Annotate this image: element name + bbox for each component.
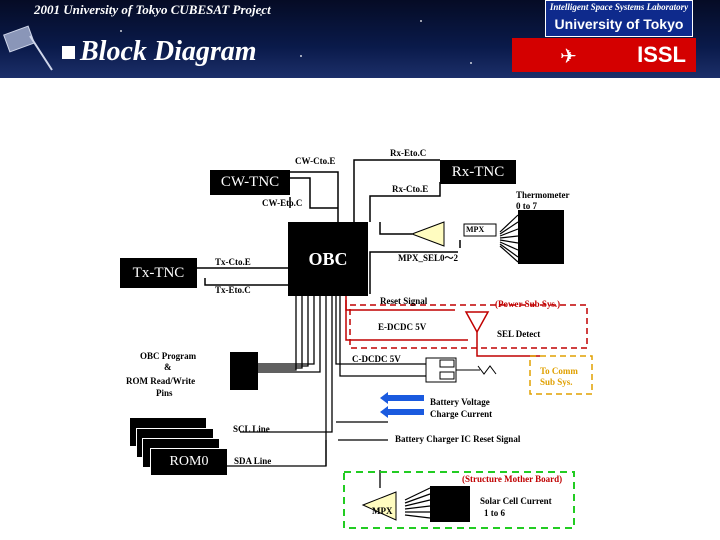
structure-box xyxy=(343,471,575,529)
header-banner: 2001 University of Tokyo CUBESAT Project… xyxy=(0,0,720,78)
rx-etoc-label: Rx-Eto.C xyxy=(390,148,427,158)
obc-program-label-1: OBC Program xyxy=(140,351,197,361)
tx-tnc-box: Tx-TNC xyxy=(120,258,197,288)
battery-voltage-label: Battery Voltage xyxy=(430,397,490,407)
mpx-top-label: MPX xyxy=(466,225,485,234)
thermometer-lines xyxy=(499,214,519,263)
cw-ctoe-label: CW-Cto.E xyxy=(295,156,336,166)
solar-lines xyxy=(404,487,431,519)
star xyxy=(300,55,302,57)
thermometer-array xyxy=(518,210,564,264)
lab-logo: Intelligent Space Systems Laboratory Uni… xyxy=(545,0,693,37)
charger-reset-label: Battery Charger IC Reset Signal xyxy=(395,434,521,444)
comm-subsys-box xyxy=(529,355,593,395)
edcdc-label: E-DCDC 5V xyxy=(378,322,427,332)
sda-line-label: SDA Line xyxy=(234,456,272,466)
mpx-sel-label: MPX_SEL0～2 xyxy=(398,253,459,263)
power-subsys-label: (Power Sub Sys.) xyxy=(495,299,561,309)
solar-label-2: 1 to 6 xyxy=(484,508,505,518)
charge-current-arrow xyxy=(380,406,424,418)
star xyxy=(260,14,262,16)
structure-label: (Structure Mother Board) xyxy=(462,474,563,484)
star xyxy=(470,62,472,64)
thermometer-label: Thermometer xyxy=(516,190,570,200)
rx-tnc-box: Rx-TNC xyxy=(440,160,516,184)
project-title: 2001 University of Tokyo CUBESAT Project xyxy=(34,2,271,17)
obc-program-label-2: & xyxy=(164,362,172,372)
obc-program-pins xyxy=(230,352,258,390)
satellite-icon xyxy=(3,25,53,71)
rx-ctoe-label: Rx-Cto.E xyxy=(392,184,429,194)
title-bullet xyxy=(62,46,75,59)
cw-etoc-label: CW-Eto.C xyxy=(262,198,303,208)
scl-line-label: SCL Line xyxy=(233,424,270,434)
to-comm-label-2: Sub Sys. xyxy=(540,377,573,387)
page-title: Block Diagram xyxy=(80,36,257,67)
obc-program-label-3: ROM Read/Write xyxy=(126,376,196,386)
thermometer-range-label: 0 to 7 xyxy=(516,201,537,211)
satellite-logo-icon: ✈ xyxy=(560,44,577,68)
cw-tnc-box: CW-TNC xyxy=(210,170,290,195)
university-name: University of Tokyo xyxy=(554,16,684,32)
lab-name: Intelligent Space Systems Laboratory xyxy=(549,2,689,12)
star xyxy=(120,30,122,32)
cdcdc-label: C-DCDC 5V xyxy=(352,354,401,364)
star xyxy=(420,20,422,22)
rom-box: ROM0 xyxy=(150,448,227,475)
reset-signal-label: Reset Signal xyxy=(380,296,428,306)
to-comm-label-1: To Comm xyxy=(540,366,578,376)
sel-detect-label: SEL Detect xyxy=(497,329,541,339)
mpx-bottom-label: MPX xyxy=(372,506,393,516)
obc-program-label-4: Pins xyxy=(156,388,173,398)
tx-ctoe-label: Tx-Cto.E xyxy=(215,257,251,267)
issl-text: ISSL xyxy=(637,42,686,67)
battery-voltage-arrow xyxy=(380,392,424,404)
issl-logo: ✈ ISSL xyxy=(512,38,696,72)
solar-label-1: Solar Cell Current xyxy=(480,496,552,506)
charge-current-label: Charge Current xyxy=(430,409,493,419)
tx-etoc-label: Tx-Eto.C xyxy=(215,285,251,295)
obc-box: OBC xyxy=(288,222,368,296)
